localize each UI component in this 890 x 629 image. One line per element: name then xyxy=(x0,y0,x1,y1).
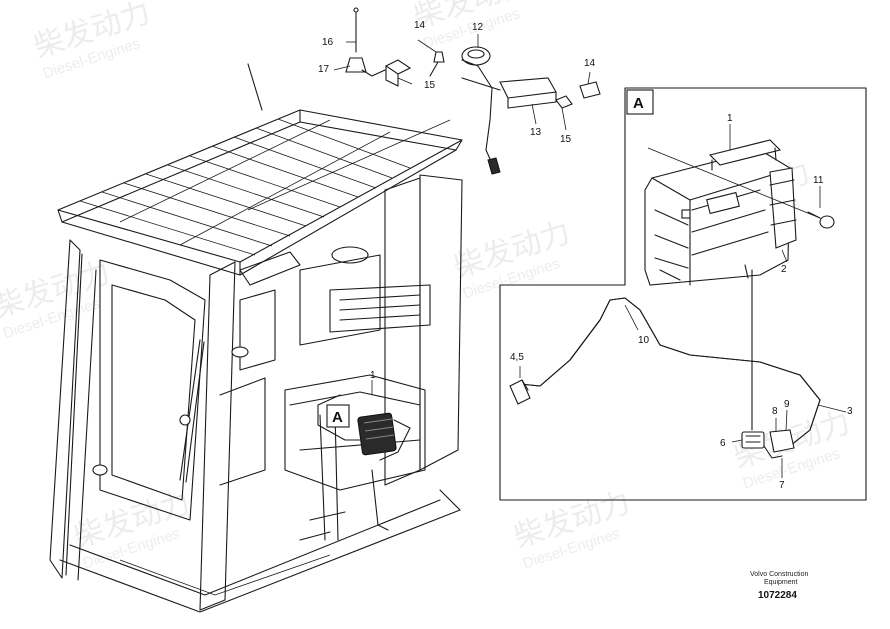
roof-rack xyxy=(57,63,463,276)
callout-12: 12 xyxy=(472,22,484,33)
detail-reference-marker: A xyxy=(326,404,350,428)
callout-13: 13 xyxy=(530,127,542,138)
cab-floor xyxy=(59,489,461,613)
top-leader-lines xyxy=(333,34,591,395)
callout-6: 6 xyxy=(720,438,726,449)
callout-2: 2 xyxy=(781,264,787,275)
cab-controller xyxy=(317,394,411,461)
cab-frame xyxy=(49,63,463,613)
callout-11: 11 xyxy=(813,175,824,186)
callout-15-right: 15 xyxy=(560,134,572,145)
cable-harness xyxy=(509,269,821,447)
footer-brand-line1: Volvo Construction xyxy=(750,571,808,578)
antenna-assembly xyxy=(345,7,386,77)
connector-group xyxy=(741,429,795,459)
roof-leader-line xyxy=(247,119,451,211)
footer-brand-line2: Equipment xyxy=(764,579,798,586)
callout-14-left: 14 xyxy=(414,20,426,31)
detail-leader-lines xyxy=(519,124,847,478)
top-callouts: 16 17 14 15 12 13 15 14 1 xyxy=(318,20,596,381)
callout-17: 17 xyxy=(318,64,330,75)
callout-9: 9 xyxy=(784,399,790,410)
callout-3: 3 xyxy=(847,406,853,417)
callout-4-5: 4,5 xyxy=(510,352,524,363)
callout-1: 1 xyxy=(727,113,733,124)
detail-view-a: A xyxy=(499,87,867,501)
callout-1-main: 1 xyxy=(370,370,376,381)
callout-14-right: 14 xyxy=(584,58,596,69)
callout-8: 8 xyxy=(772,406,778,417)
detail-view-label: A xyxy=(633,95,644,112)
callout-7: 7 xyxy=(779,480,785,491)
detail-reference-label: A xyxy=(332,409,343,426)
controller-unit xyxy=(644,139,797,286)
callout-15-left: 15 xyxy=(424,80,436,91)
bracket-assembly xyxy=(384,46,601,175)
detail-view-frame xyxy=(499,87,867,501)
wiper-arm xyxy=(179,339,201,481)
callout-16: 16 xyxy=(322,37,334,48)
callout-10: 10 xyxy=(638,335,650,346)
screw-11 xyxy=(647,147,835,229)
rear-pillar xyxy=(419,174,463,471)
document-number: 1072284 xyxy=(758,590,797,601)
center-pillar xyxy=(199,261,236,611)
front-left-pillar xyxy=(49,239,81,579)
footer: Volvo Construction Equipment 1072284 xyxy=(750,571,808,601)
front-window-frame xyxy=(99,259,206,521)
